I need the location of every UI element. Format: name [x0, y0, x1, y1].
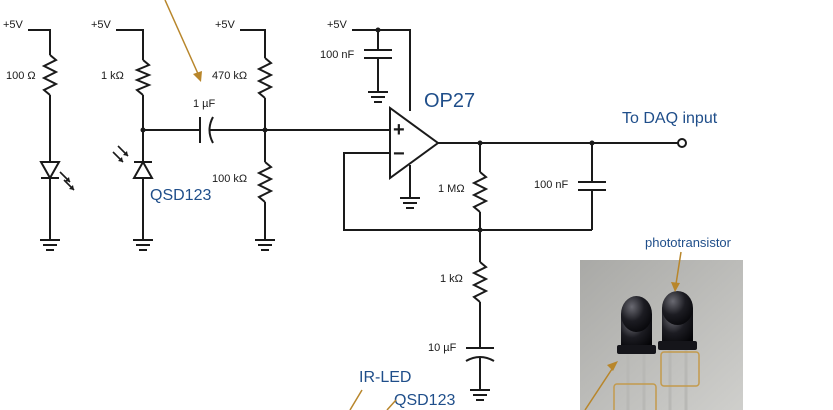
supply-label-opamp: +5V: [327, 19, 348, 31]
decoupling-capacitor-label: 100 nF: [320, 49, 355, 61]
ground-decoupling: [368, 91, 388, 103]
opamp-label: OP27: [424, 90, 475, 112]
ir-led-label: IR-LED: [359, 369, 411, 386]
sensor-label: QSD123: [150, 187, 211, 204]
gain-resistor-label: 1 kΩ: [440, 273, 463, 285]
feedback-resistor-label: 1 MΩ: [438, 183, 465, 195]
coupling-capacitor-label: 1 µF: [193, 98, 216, 110]
highlight-box-left: [613, 383, 657, 410]
ground-bias: [255, 239, 275, 251]
annotation-arrow-ir-led: [349, 389, 363, 410]
phototransistor-label: phototransistor: [645, 235, 732, 250]
output-label: To DAQ input: [622, 110, 718, 127]
photo-inset: [580, 251, 743, 410]
annotation-arrow-qsd: [386, 399, 397, 410]
highlight-box-right: [660, 351, 700, 387]
sensor-bottom-label: QSD123: [394, 392, 455, 409]
photo-branch: +5V 1 kΩ QSD123: [91, 19, 211, 251]
feedback-capacitor: 100 nF: [534, 143, 606, 230]
ground-gain: [470, 389, 490, 401]
feedback-resistor: 1 MΩ: [438, 143, 489, 230]
supply-label-photo: +5V: [91, 19, 112, 31]
bias-divider: +5V 470 kΩ 100 kΩ: [212, 19, 275, 251]
opamp-plus-pin: +: [393, 119, 405, 141]
supply-label-bias: +5V: [215, 19, 236, 31]
resistor-bias-bot-label: 100 kΩ: [212, 173, 247, 185]
photo-phototransistor: [658, 291, 697, 410]
gain-resistor: 1 kΩ: [440, 230, 489, 348]
output-terminal: [677, 138, 687, 148]
resistor-photo-label: 1 kΩ: [101, 70, 124, 82]
gain-capacitor: 10 µF: [428, 342, 495, 401]
resistor-bias-top-label: 470 kΩ: [212, 70, 247, 82]
opamp-op27: + − OP27: [389, 90, 475, 209]
resistor-led-symbol: [41, 54, 59, 96]
led-branch: +5V 100 Ω: [3, 19, 75, 251]
coupling-capacitor: 1 µF: [143, 98, 265, 144]
resistor-bias-top-symbol: [256, 57, 274, 99]
resistor-bias-bot-symbol: [256, 161, 274, 203]
resistor-photo-symbol: [134, 59, 152, 96]
ground-opamp: [400, 197, 420, 209]
ir-led-symbol: [39, 161, 61, 181]
ground-photo: [133, 239, 153, 251]
annotation-arrow-capacitor: [164, 0, 202, 82]
photo-ir-led: [617, 296, 656, 410]
gain-capacitor-label: 10 µF: [428, 342, 457, 354]
qsd123-symbol: [132, 159, 154, 179]
opamp-supply: +5V 100 nF: [320, 19, 411, 111]
feedback-capacitor-label: 100 nF: [534, 179, 569, 191]
resistor-led-label: 100 Ω: [6, 70, 36, 82]
photo-background: [580, 260, 743, 410]
ground-led: [40, 239, 60, 251]
opamp-minus-pin: −: [393, 143, 405, 165]
supply-label-led: +5V: [3, 19, 24, 31]
